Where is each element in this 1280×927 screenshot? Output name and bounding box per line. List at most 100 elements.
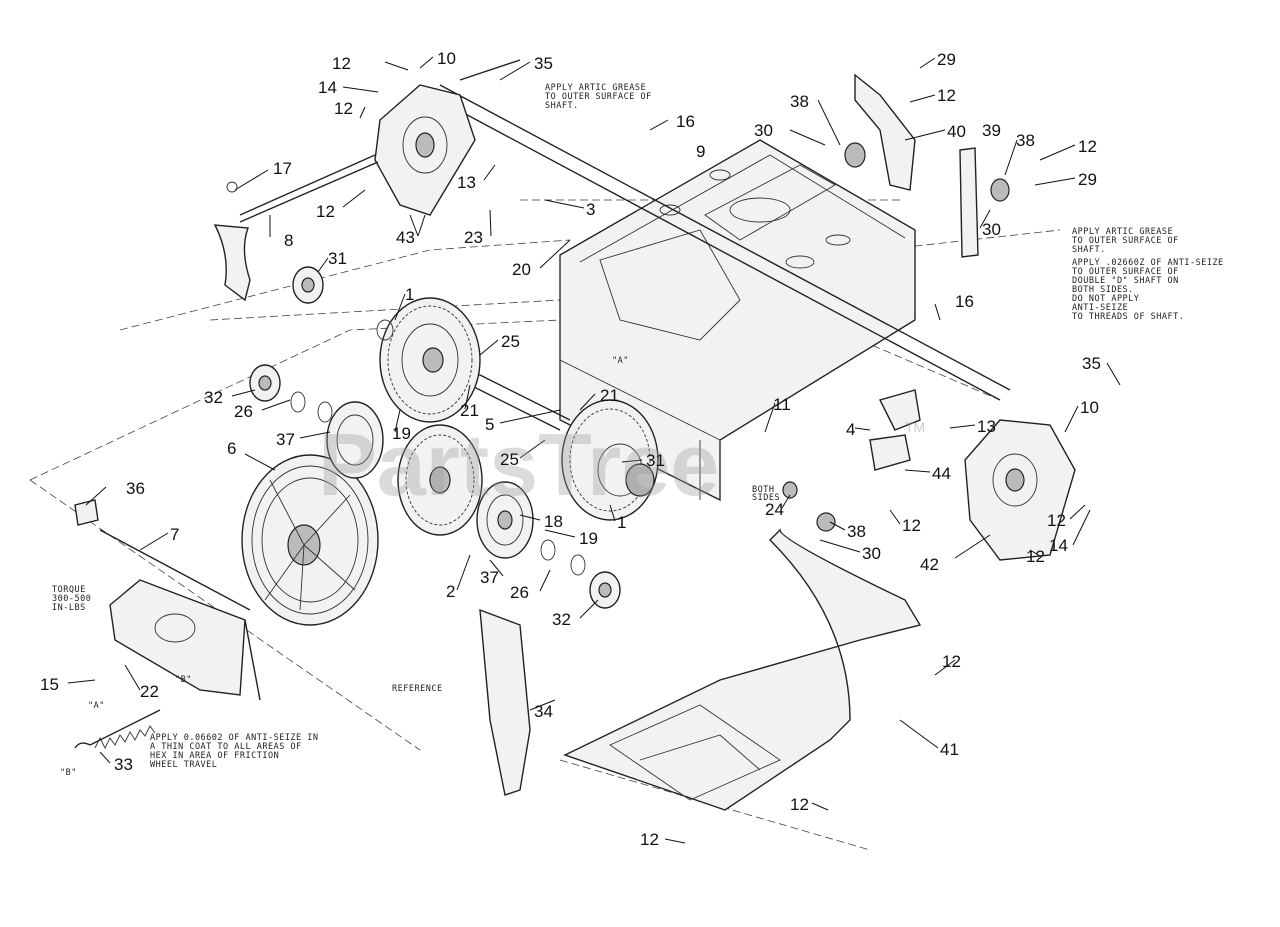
reference-bracket <box>479 608 531 796</box>
callout-12: 12 <box>942 652 961 671</box>
callout-12: 12 <box>332 54 351 73</box>
note-torque-2: 300-500 <box>52 594 91 604</box>
callout-1: 1 <box>405 285 414 304</box>
note-antiseize-bottom-2: A THIN COAT TO ALL AREAS OF <box>150 742 302 752</box>
note-both-sides-2: SIDES <box>752 493 780 503</box>
callout-4: 4 <box>846 420 855 439</box>
spacer <box>74 499 99 526</box>
gear-upper <box>379 297 481 423</box>
note-antiseize-right-3: DOUBLE "D" SHAFT ON <box>1072 276 1179 286</box>
callout-17: 17 <box>273 159 292 178</box>
note-antiseize-right-1: APPLY .02660Z OF ANTI-SEIZE <box>1072 258 1224 268</box>
callout-1: 1 <box>617 513 626 532</box>
callout-21: 21 <box>600 386 619 405</box>
callout-19: 19 <box>392 424 411 443</box>
callout-33: 33 <box>114 755 133 774</box>
callout-31: 31 <box>328 249 347 268</box>
callout-12: 12 <box>937 86 956 105</box>
callout-43: 43 <box>396 228 415 247</box>
callout-13: 13 <box>977 417 996 436</box>
callout-15: 15 <box>40 675 59 694</box>
callout-14: 14 <box>1049 536 1068 555</box>
callout-32: 32 <box>204 388 223 407</box>
plate-right <box>959 147 1010 258</box>
note-both-sides-1: BOTH <box>752 485 774 495</box>
note-antiseize-bottom-4: WHEEL TRAVEL <box>150 760 217 770</box>
note-antiseize-right-2: TO OUTER SURFACE OF <box>1072 267 1179 277</box>
callout-29: 29 <box>1078 170 1097 189</box>
shift-plate <box>99 529 261 701</box>
callout-37: 37 <box>480 568 499 587</box>
note-antiseize-right-4: BOTH SIDES. <box>1072 285 1134 295</box>
callout-24: 24 <box>765 500 784 519</box>
left-cover <box>374 84 476 216</box>
note-grease-top-3: SHAFT. <box>545 101 579 111</box>
callout-13: 13 <box>457 173 476 192</box>
gear-middle <box>397 424 483 536</box>
bottom-cover <box>563 528 922 811</box>
callout-26: 26 <box>510 583 529 602</box>
callout-18: 18 <box>544 512 563 531</box>
note-reference: REFERENCE <box>392 684 443 694</box>
leader-lines <box>67 56 1121 844</box>
callout-40: 40 <box>947 122 966 141</box>
callout-25: 25 <box>501 332 520 351</box>
callout-16: 16 <box>955 292 974 311</box>
callout-5: 5 <box>485 415 494 434</box>
callout-10: 10 <box>437 49 456 68</box>
callout-7: 7 <box>170 525 179 544</box>
callout-12: 12 <box>902 516 921 535</box>
gearbox-housing <box>559 139 916 502</box>
callout-12: 12 <box>334 99 353 118</box>
upper-shaft <box>429 59 1011 401</box>
callout-44: 44 <box>932 464 951 483</box>
callout-11: 11 <box>773 395 791 414</box>
callout-20: 20 <box>512 260 531 279</box>
callout-8: 8 <box>284 231 293 250</box>
spring <box>74 709 161 750</box>
callout-34: 34 <box>534 702 553 721</box>
callout-31: 31 <box>646 451 665 470</box>
callout-12: 12 <box>1047 511 1066 530</box>
sprocket-left <box>326 401 384 479</box>
bracket <box>844 73 916 191</box>
callout-38: 38 <box>1016 131 1035 150</box>
note-antiseize-right-7: TO THREADS OF SHAFT. <box>1072 312 1184 322</box>
shift-fork <box>782 389 921 532</box>
note-grease-top-1: APPLY ARTIC GREASE <box>545 83 646 93</box>
callout-6: 6 <box>227 439 236 458</box>
callout-42: 42 <box>920 555 939 574</box>
callout-35: 35 <box>1082 354 1101 373</box>
callout-26: 26 <box>234 402 253 421</box>
callout-23: 23 <box>464 228 483 247</box>
shift-arm <box>213 154 379 302</box>
note-antiseize-bottom-3: HEX IN AREA OF FRICTION <box>150 751 279 761</box>
callout-19: 19 <box>579 529 598 548</box>
note-antiseize-right-6: ANTI-SEIZE <box>1072 303 1128 313</box>
sprocket-right <box>476 481 534 559</box>
callout-38: 38 <box>790 92 809 111</box>
note-grease-top-2: TO OUTER SURFACE OF <box>545 92 652 102</box>
notes: APPLY ARTIC GREASE TO OUTER SURFACE OF S… <box>52 83 1224 778</box>
callout-22: 22 <box>140 682 159 701</box>
callout-9: 9 <box>696 142 705 161</box>
tag-b2: "B" <box>60 768 77 778</box>
callout-32: 32 <box>552 610 571 629</box>
callout-12: 12 <box>640 830 659 849</box>
callout-12: 12 <box>316 202 335 221</box>
callout-25: 25 <box>500 450 519 469</box>
tag-a2: "A" <box>88 701 105 711</box>
callout-12: 12 <box>1026 547 1045 566</box>
callout-2: 2 <box>446 582 455 601</box>
callout-30: 30 <box>862 544 881 563</box>
callout-12: 12 <box>790 795 809 814</box>
callout-41: 41 <box>940 740 959 759</box>
callouts: 12 10 35 14 12 16 17 13 3 12 43 23 8 20 … <box>40 49 1101 849</box>
note-grease-right-3: SHAFT. <box>1072 245 1106 255</box>
callout-3: 3 <box>586 200 595 219</box>
callout-16: 16 <box>676 112 695 131</box>
friction-wheel <box>241 454 379 626</box>
tag-a1: "A" <box>612 356 629 366</box>
watermark-tm: TM <box>905 419 925 435</box>
